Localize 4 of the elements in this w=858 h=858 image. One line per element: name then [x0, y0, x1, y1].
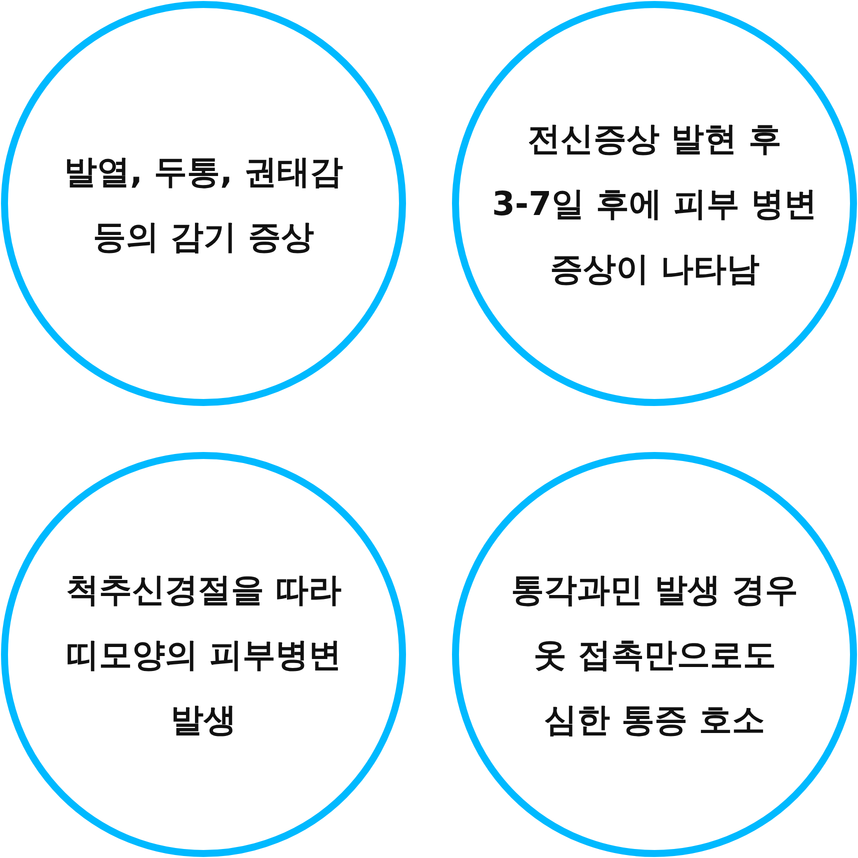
description-text: 발열, 두통, 권태감 등의 감기 증상	[62, 150, 344, 258]
description-text: 척추신경절을 따라 띠모양의 피부병변 발생	[64, 569, 342, 741]
description-text: 전신증상 발현 후 3-7일 후에 피부 병변 증상이 나타남	[490, 118, 818, 290]
description-text: 통각과민 발생 경우 옷 접촉만으로도 심한 통증 호소	[510, 569, 799, 741]
